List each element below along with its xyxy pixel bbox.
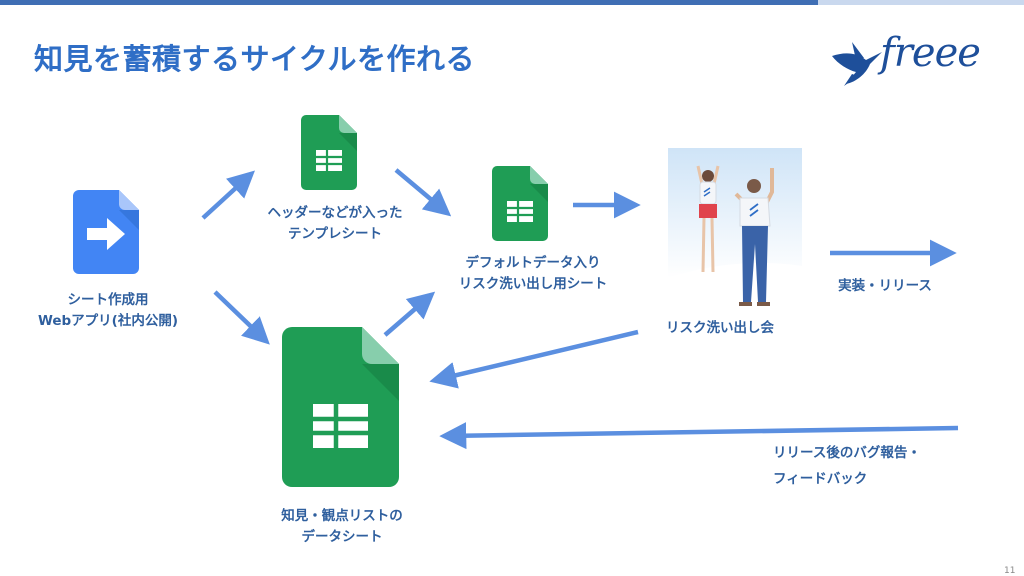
knowledge-sheet-label-line1: 知見・観点リストの [281, 508, 403, 524]
top-accent-bar [0, 0, 818, 5]
google-apps-script-icon [73, 190, 139, 274]
template-label-line2: テンプレシート [287, 226, 383, 242]
default-data-label-line1: デフォルトデータ入り [465, 255, 601, 271]
swallow-bird-icon [832, 42, 882, 86]
knowledge-sheet-icon [282, 327, 399, 487]
arrow-knowledge-to-default [383, 291, 436, 337]
web-app-label: シート作成用 Webアプリ(社内公開) [28, 290, 188, 332]
template-label: ヘッダーなどが入った テンプレシート [260, 203, 410, 245]
feedback-label-line2: フィードバック [773, 471, 868, 487]
release-label: 実装・リリース [838, 278, 932, 294]
top-accent-bar-light [818, 0, 1024, 5]
arrow-template-to-default [394, 168, 452, 217]
template-label-line1: ヘッダーなどが入った [267, 205, 403, 221]
workshop-label: リスク洗い出し会 [666, 320, 774, 336]
template-sheet-icon [301, 115, 357, 190]
feedback-label: リリース後のバグ報告・ フィードバック [773, 440, 953, 492]
default-data-label: デフォルトデータ入り リスク洗い出し用シート [448, 253, 618, 295]
arrow-workshop-to-knowledge [429, 329, 639, 389]
arrow-webapp-to-knowledge [213, 290, 270, 345]
default-data-sheet-icon [492, 166, 548, 241]
logo-wordmark: freee [880, 30, 981, 76]
page-number: 11 [1004, 566, 1016, 576]
knowledge-sheet-label: 知見・観点リストの データシート [262, 506, 422, 548]
arrow-webapp-to-template [201, 170, 255, 220]
arrow-feedback-to-knowledge [439, 422, 959, 450]
web-app-label-line1: シート作成用 [67, 292, 149, 308]
feedback-label-line1: リリース後のバグ報告・ [773, 445, 921, 461]
page-title: 知見を蓄積するサイクルを作れる [34, 42, 476, 76]
knowledge-sheet-label-line2: データシート [301, 529, 383, 545]
freee-logo: freee [826, 30, 996, 94]
man-figure [734, 168, 774, 306]
web-app-label-line2: Webアプリ(社内公開) [37, 313, 179, 329]
default-data-label-line2: リスク洗い出し用シート [458, 276, 608, 292]
workshop-people-photo [668, 148, 802, 306]
woman-figure [696, 165, 720, 273]
